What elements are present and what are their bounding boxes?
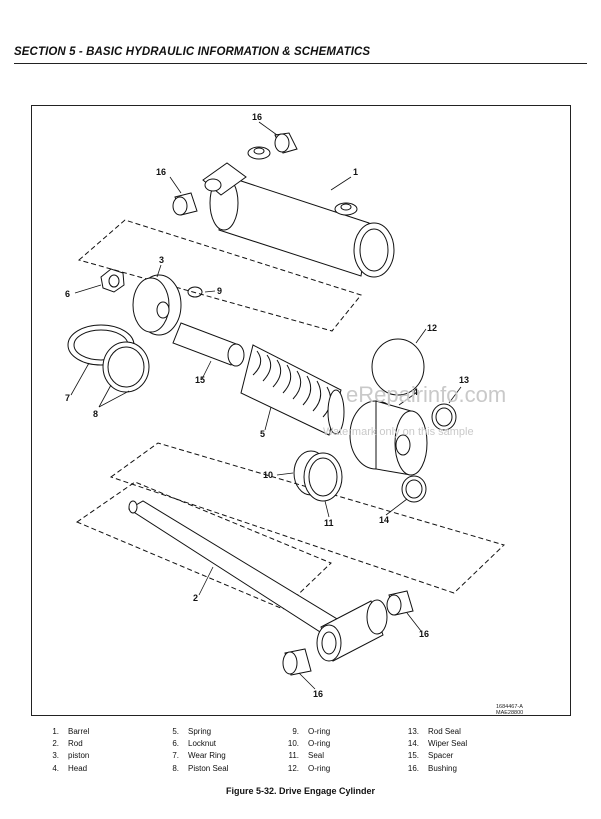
spring xyxy=(240,344,345,436)
callout-10: 10 xyxy=(263,470,273,480)
legend-item: 15.Spacer xyxy=(407,751,454,761)
locknut xyxy=(100,268,125,293)
legend-item: 10.O-ring xyxy=(287,739,331,749)
watermark-main: eRepairinfo.com xyxy=(346,382,506,407)
head xyxy=(349,400,428,476)
legend-item: 6.Locknut xyxy=(172,739,217,749)
callout-12: 12 xyxy=(427,323,437,333)
rod-seal xyxy=(431,403,457,431)
barrel-group-outline xyxy=(77,219,362,332)
legend-column-2: 5.Spring 6.Locknut 7.Wear Ring 8.Piston … xyxy=(164,726,284,775)
reference-code-2: MAE28800 xyxy=(496,710,523,716)
o-ring-9 xyxy=(187,286,203,298)
wiper-seal xyxy=(401,475,427,503)
legend-item: 8.Piston Seal xyxy=(172,763,229,773)
legend-item: 11.Seal xyxy=(288,751,325,761)
callout-4: 4 xyxy=(413,387,418,397)
callout-15: 15 xyxy=(195,375,205,385)
legend-item: 3.piston xyxy=(52,751,90,761)
legend-item: 4.Head xyxy=(52,763,88,773)
exploded-diagram: 16 16 1 3 6 9 12 7 8 15 13 4 5 10 11 14 … xyxy=(65,112,523,716)
section-title: SECTION 5 - BASIC HYDRAULIC INFORMATION … xyxy=(14,46,371,58)
piston-seal xyxy=(102,341,150,393)
callout-6: 6 xyxy=(65,289,70,299)
rod-group-outline xyxy=(75,481,332,610)
callout-5: 5 xyxy=(260,429,265,439)
bushing-top xyxy=(274,132,298,154)
legend-item: 12.O-ring xyxy=(287,763,331,773)
barrel xyxy=(202,146,395,278)
section-divider xyxy=(14,63,587,64)
watermark-sub: Watermark only on this sample xyxy=(323,426,474,438)
callout-13: 13 xyxy=(459,375,469,385)
callout-16-bottom: 16 xyxy=(313,689,323,699)
figure-caption: Figure 5-32. Drive Engage Cylinder xyxy=(225,786,376,796)
legend-item: 1.Barrel xyxy=(52,727,90,736)
leader-lines xyxy=(70,121,462,690)
callout-7: 7 xyxy=(65,393,70,403)
piston-group-outline xyxy=(109,442,505,594)
callout-1: 1 xyxy=(353,167,358,177)
o-ring-12 xyxy=(371,338,425,396)
callout-14: 14 xyxy=(379,515,389,525)
reference-code-1: 1684467-A xyxy=(496,704,523,710)
callout-16-right: 16 xyxy=(419,629,429,639)
bushing-left xyxy=(172,192,198,216)
piston xyxy=(132,274,182,336)
legend-item: 14.Wiper Seal xyxy=(407,739,468,749)
legend-item: 5.Spring xyxy=(172,727,212,736)
callout-2: 2 xyxy=(193,593,198,603)
rod xyxy=(128,500,388,662)
callout-16-left: 16 xyxy=(156,167,166,177)
callout-11: 11 xyxy=(324,518,334,528)
legend-item: 7.Wear Ring xyxy=(172,751,226,761)
legend-column-3: 9.O-ring 10.O-ring 11.Seal 12.O-ring xyxy=(284,726,404,775)
legend-column-1: 1.Barrel 2.Rod 3.piston 4.Head xyxy=(44,726,164,775)
seal-11 xyxy=(303,452,343,502)
callout-9: 9 xyxy=(217,286,222,296)
bushing-bottom xyxy=(282,648,312,676)
callout-16-top: 16 xyxy=(252,112,262,122)
legend-item: 2.Rod xyxy=(52,739,83,749)
legend-column-4: 13.Rod Seal 14.Wiper Seal 15.Spacer 16.B… xyxy=(404,726,524,775)
spacer xyxy=(172,322,245,367)
callout-8: 8 xyxy=(93,409,98,419)
legend-item: 16.Bushing xyxy=(407,763,457,773)
bushing-right xyxy=(386,590,414,616)
figure-frame xyxy=(31,105,571,716)
callout-3: 3 xyxy=(159,255,164,265)
legend-item: 13.Rod Seal xyxy=(407,727,461,736)
legend-item: 9.O-ring xyxy=(292,727,331,736)
